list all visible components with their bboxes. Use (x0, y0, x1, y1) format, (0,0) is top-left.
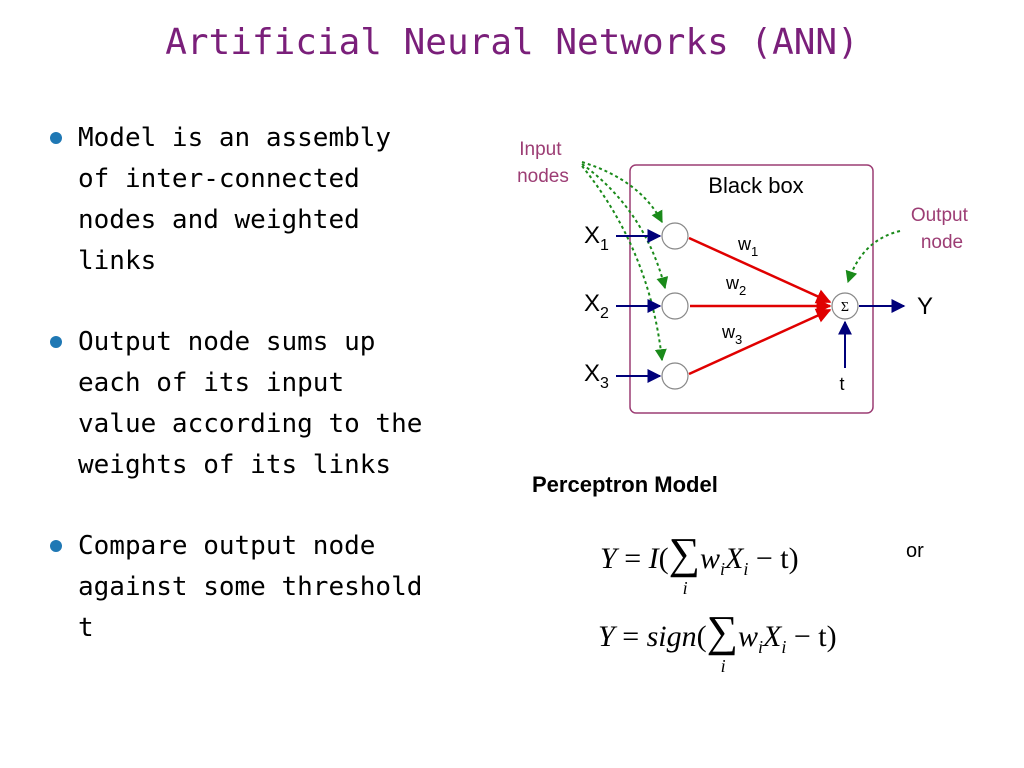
output-node (831, 292, 859, 320)
input-label-3: X3 (584, 360, 609, 392)
bullet-item: Output node sums up each of its input va… (44, 322, 514, 486)
weight-link-3 (688, 308, 832, 376)
input-label-2: X2 (584, 290, 609, 322)
bullet-text: Output node sums up each of its input va… (78, 327, 423, 480)
input-label-1: X1 (584, 222, 609, 254)
weight-link-1 (688, 236, 832, 304)
diagram-caption: Perceptron Model (532, 472, 718, 497)
output-label: Y (917, 293, 933, 320)
bullet-dot-icon (50, 336, 62, 348)
input-nodes-label: Input nodes (517, 139, 569, 187)
or-text: or (906, 540, 924, 562)
pointer-arrow-input-3 (581, 165, 667, 362)
bullet-text: Model is an assembly of inter-connected … (78, 123, 392, 276)
slide-title: Artificial Neural Networks (ANN) (165, 22, 859, 63)
bullet-item: Compare output node against some thresho… (44, 526, 514, 649)
bullet-item: Model is an assembly of inter-connected … (44, 118, 514, 282)
input-node-2 (661, 292, 689, 320)
output-node-label: Output node (911, 205, 973, 253)
bullet-dot-icon (50, 132, 62, 144)
pointer-arrow-input-1 (581, 161, 663, 224)
weight-label-2: w2 (725, 273, 746, 298)
bullet-text: Compare output node against some thresho… (78, 531, 423, 643)
weight-label-3: w3 (721, 322, 742, 347)
pointer-arrow-output (845, 230, 901, 284)
sum-symbol: Σ (841, 300, 849, 315)
bullet-list: Model is an assembly of inter-connected … (44, 118, 514, 689)
pointer-arrow-input-2 (581, 163, 669, 290)
input-node-3 (661, 362, 689, 390)
black-box (629, 164, 874, 414)
weight-label-1: w1 (737, 234, 758, 259)
input-node-1 (661, 222, 689, 250)
black-box-label: Black box (708, 173, 803, 198)
threshold-label: t (839, 374, 844, 394)
bullet-dot-icon (50, 540, 62, 552)
